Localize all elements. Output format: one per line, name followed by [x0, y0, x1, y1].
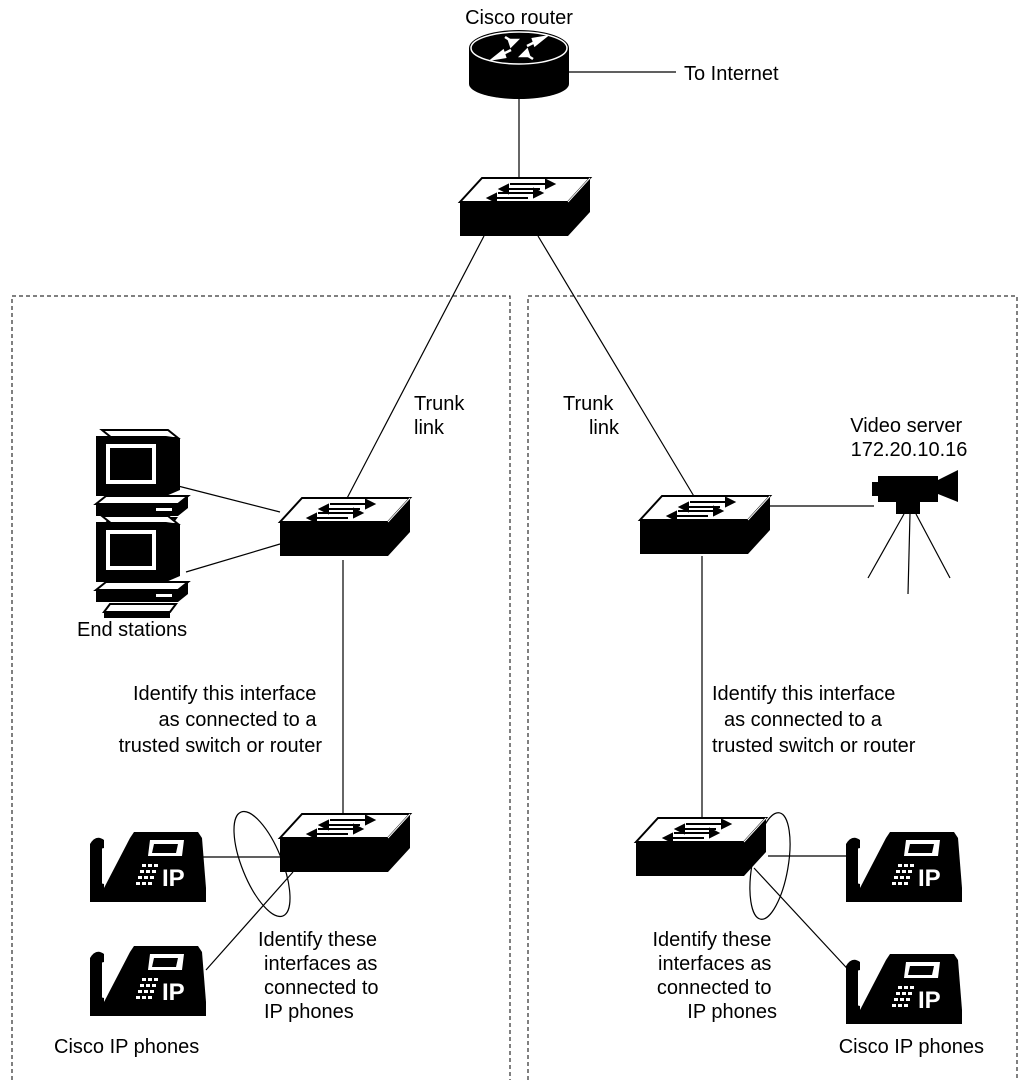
- trunk-left-label: Trunk link: [414, 393, 470, 439]
- svg-text:IP: IP: [918, 865, 941, 892]
- ip-phone-icon: IP: [846, 954, 962, 1024]
- phone-switch-right-icon: [635, 817, 767, 877]
- link-trunk-left: [343, 235, 485, 505]
- zone-left: [11, 295, 511, 1080]
- svg-text:IP: IP: [162, 979, 185, 1006]
- phones-interface-left-label: Identify these interfaces as connected t…: [258, 929, 384, 1023]
- trusted-left-label: Identify this interface as connected to …: [119, 683, 323, 757]
- trunk-right-label: Trunk link: [563, 393, 620, 439]
- trusted-right-label: Identify this interface as connected to …: [712, 683, 916, 757]
- internet-label: To Internet: [684, 63, 779, 85]
- cisco-ip-phones-right-label: Cisco IP phones: [839, 1036, 984, 1058]
- video-server-label: Video server 172.20.10.16: [850, 415, 967, 461]
- router-icon: [467, 28, 571, 101]
- phone-switch-left-icon: [279, 813, 411, 873]
- workstation-icon: [95, 515, 189, 619]
- link-trunk-right: [537, 235, 696, 499]
- zone-right: [527, 295, 1018, 1080]
- ip-phone-icon: IP: [90, 946, 206, 1016]
- router-label: Cisco router: [465, 7, 573, 29]
- svg-text:IP: IP: [918, 987, 941, 1014]
- connections: [177, 71, 874, 979]
- access-switch-right-icon: [639, 495, 771, 555]
- end-stations-label: End stations: [77, 619, 187, 641]
- ip-phone-icon: IP: [846, 832, 962, 902]
- svg-text:IP: IP: [162, 865, 185, 892]
- ip-phone-icon: IP: [90, 832, 206, 902]
- link-phone-r2: [753, 867, 857, 979]
- video-camera-icon: [867, 470, 958, 595]
- link-pc1-switch: [177, 485, 281, 513]
- cisco-ip-phones-left-label: Cisco IP phones: [54, 1036, 199, 1058]
- access-switch-left-icon: [279, 497, 411, 557]
- core-switch-icon: [459, 177, 591, 237]
- link-phone-l2: [205, 871, 294, 971]
- link-pc2-switch: [185, 543, 281, 573]
- phones-interface-right-label: Identify these interfaces as connected t…: [652, 929, 777, 1023]
